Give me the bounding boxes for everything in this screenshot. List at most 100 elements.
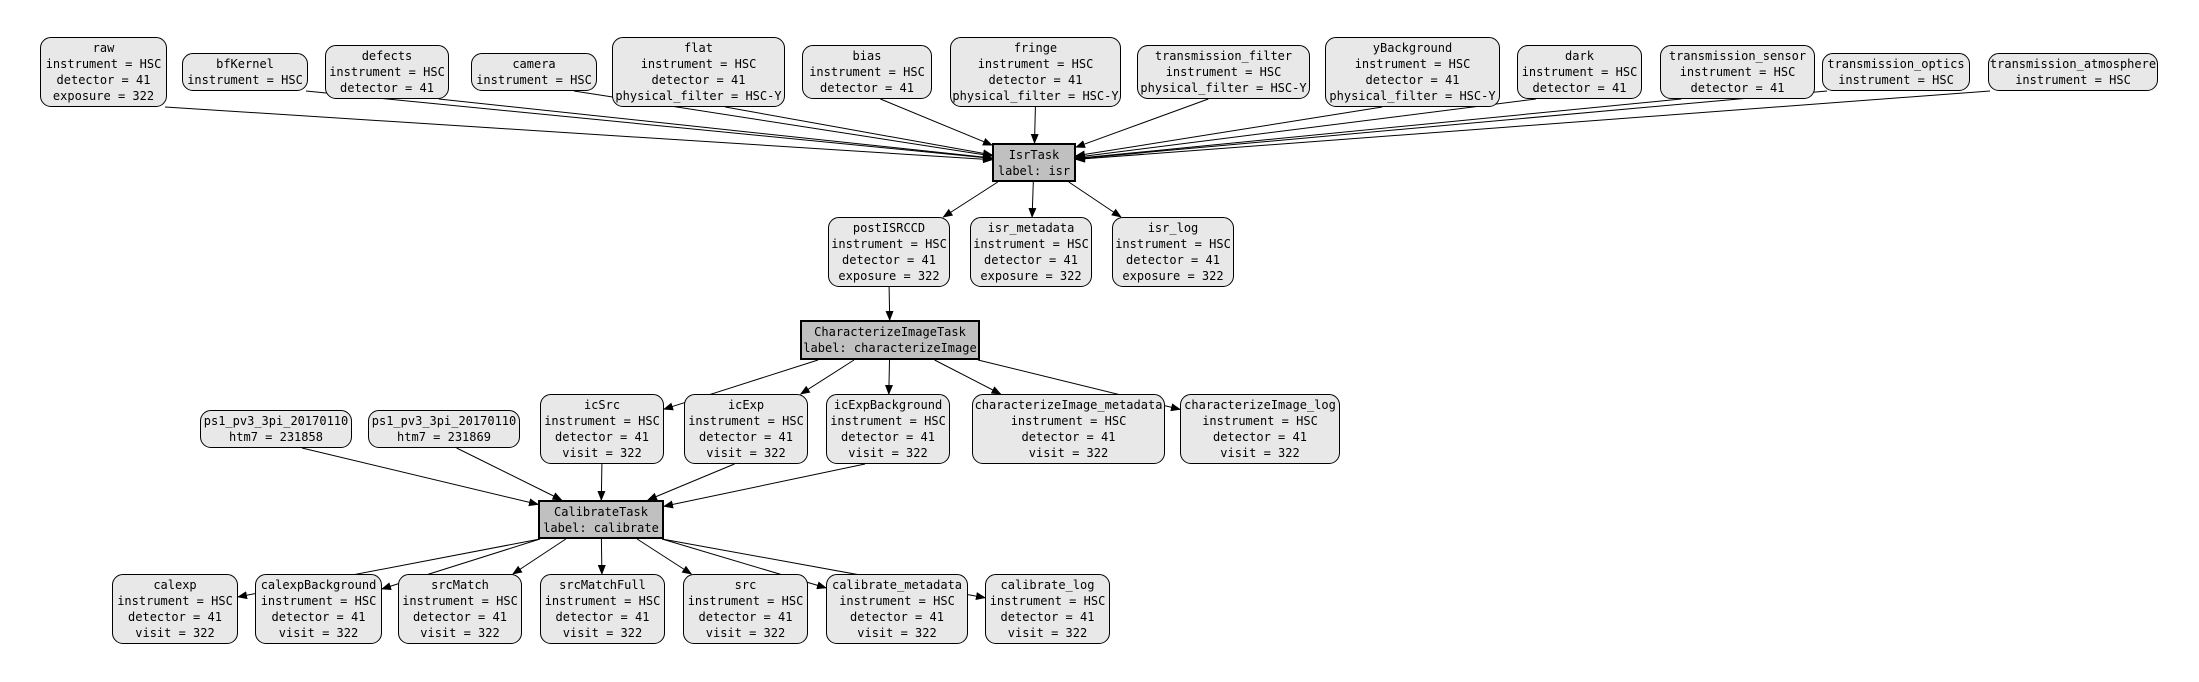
node-dim-line: exposure = 322 [1122,269,1224,283]
node-title: yBackground [1372,41,1453,55]
edge-raw-to-isr [164,106,993,164]
node-dim-line: instrument = HSC [1838,73,1954,87]
node-dim-line: physical_filter = HSC-Y [952,89,1119,103]
node-title: icExp [727,398,765,412]
node-dim-line: instrument = HSC [402,594,518,608]
node-dim-line: detector = 41 [1365,73,1460,87]
node-dim-line: exposure = 322 [52,89,155,103]
node-dim-line: instrument = HSC [831,237,947,251]
node-title: fringe [1013,41,1058,55]
edge-calibrate-to-srcMatch [512,538,567,575]
node-dim-line: instrument = HSC [544,594,661,608]
edge-transmission_sensor-to-isr [1075,98,1682,162]
node-title: src [734,578,757,592]
node-dim-line: detector = 41 [651,73,746,87]
node-title: characterizeImage_metadata [974,398,1163,412]
node-title: icSrc [583,398,621,412]
node-dim-line: instrument = HSC [977,57,1094,71]
node-title: camera [512,57,556,71]
node-dim-line: physical_filter = HSC-Y [1329,89,1496,103]
edge-characterizeImage-to-icExp [799,359,855,395]
node-dim-line: detector = 41 [1690,81,1785,95]
node-dim-line: detector = 41 [271,610,366,624]
node-dim-line: detector = 41 [984,253,1078,267]
node-title: characterizeImage_log [1184,398,1336,412]
node-title: calexp [153,578,197,592]
node-dim-line: detector = 41 [1000,610,1095,624]
node-dim-line: visit = 322 [705,626,786,640]
edge-calibrate-to-srcMatchFull [597,538,606,575]
node-dim-line: visit = 322 [706,446,786,460]
node-dim-line: visit = 322 [562,446,642,460]
edge-isr-to-isr_log [1068,181,1122,218]
edge-bias-to-isr [880,98,993,146]
edge-isr-to-isr_metadata [1028,181,1037,218]
node-ps1_a: ps1_pv3_3pi_20170110 htm7 = 231858 [200,410,352,448]
edge-calibrate-to-src [636,538,693,575]
node-dim-line: visit = 322 [1007,626,1088,640]
node-title: ps1_pv3_3pi_20170110 [203,414,349,428]
edge-icExp-to-calibrate [646,463,735,501]
node-dim-line: detector = 41 [842,253,936,267]
node-dim-line: visit = 322 [420,626,500,640]
node-dim-line: visit = 322 [857,626,937,640]
node-dim-line: detector = 41 [555,610,650,624]
node-dim-line: detector = 41 [555,430,649,444]
node-dim-line: detector = 41 [413,610,507,624]
node-srcMatchFull: srcMatchFull instrument = HSC detector = 4… [540,574,665,644]
node-dim-line: visit = 322 [1220,446,1300,460]
edge-transmission_atmosphere-to-isr [1075,90,1991,163]
node-dim-line: instrument = HSC [1165,65,1282,79]
node-dim-line: visit = 322 [562,626,643,640]
node-title: calibrate_log [1000,578,1095,592]
node-dim-line: htm7 = 231858 [229,430,323,444]
node-dim-line: visit = 322 [135,626,215,640]
edge-characterizeImage-to-icExpBackground [884,359,893,395]
node-dim-line: instrument = HSC [329,65,445,79]
node-title: CalibrateTask [554,504,648,519]
node-title: CharacterizeImageTask [814,325,966,339]
node-dim-line: instrument = HSC [687,594,804,608]
edge-defects-to-isr [438,98,993,162]
node-dim-line: instrument = HSC [1115,237,1231,251]
node-title: IsrTask [1008,147,1060,162]
node-title: bfKernel [216,57,274,71]
node-title: isr_metadata [987,221,1075,235]
node-title: defects [361,49,413,63]
node-dim-line: visit = 322 [278,626,359,640]
node-title: calexpBackground [260,578,377,592]
node-title: transmission_filter [1154,49,1293,63]
node-calexpBackground: calexpBackground instrument = HSC detector… [255,574,382,644]
node-dim-line: detector = 41 [1126,253,1220,267]
node-title: srcMatchFull [559,578,646,592]
edge-postISRCCD-to-characterizeImage [885,286,894,321]
edge-dark-to-isr [1075,98,1536,161]
edge-isr-to-postISRCCD [942,181,999,218]
node-dim-line: instrument = HSC [187,73,303,87]
edge-icExpBackground-to-calibrate [663,463,866,509]
edge-fringe-to-isr [1030,106,1039,144]
node-dim-line: instrument = HSC [260,594,377,608]
node-title: transmission_sensor [1668,49,1807,63]
node-dim-line: visit = 322 [1028,446,1109,460]
edge-bfKernel-to-isr [305,90,993,162]
node-title: icExpBackground [833,398,943,412]
node-dim-line: label: calibrate [543,520,659,535]
node-dim-line: instrument = HSC [2015,73,2131,87]
